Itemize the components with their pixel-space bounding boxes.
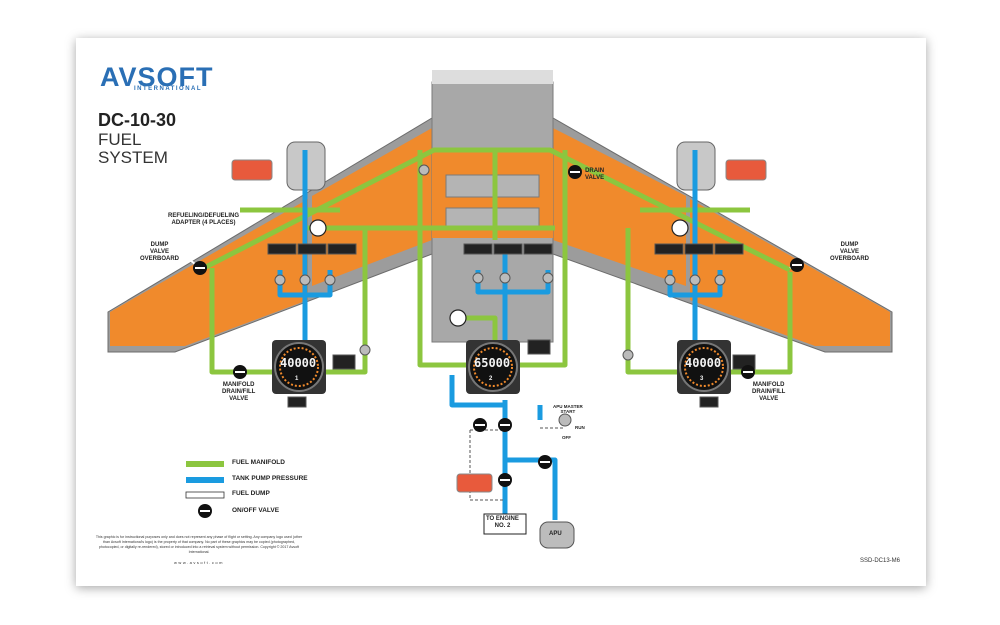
legend-swatch-pump xyxy=(186,477,224,483)
brand-sub: INTERNATIONAL xyxy=(134,86,203,92)
legend-pump-label: TANK PUMP PRESSURE xyxy=(232,475,308,482)
gauge-1-num: 1 xyxy=(295,376,299,382)
apu-off-label: OFF xyxy=(562,435,571,440)
toggle-switches xyxy=(274,164,726,427)
legend-swatch-dump xyxy=(185,491,225,499)
annunciator-panels xyxy=(267,243,756,408)
diagram-subtitle-1: FUEL xyxy=(98,130,142,149)
legend-manifold-label: FUEL MANIFOLD xyxy=(232,459,285,466)
apu-run-label: RUN xyxy=(575,425,585,430)
gauge-3-num: 3 xyxy=(700,376,704,382)
apu-unit xyxy=(539,521,575,549)
valve-bars xyxy=(195,171,802,481)
disclaimer-text: This graphic is for instructional purpos… xyxy=(95,535,303,554)
fuel-manifold-lines xyxy=(198,147,793,375)
legend-valve-label: ON/OFF VALVE xyxy=(232,507,280,514)
diagram-title: DC-10-30 xyxy=(98,110,177,130)
fuel-gauge-3 xyxy=(677,340,731,394)
apu-master-label: APU MASTER START xyxy=(553,404,583,414)
brand-logo: AVSOFT xyxy=(100,62,214,92)
drain-valve-label: DRAIN VALVE xyxy=(585,168,605,181)
dump-valve-right-label: DUMP VALVE OVERBOARD xyxy=(830,242,870,262)
diagram-subtitle-2: SYSTEM xyxy=(98,148,168,167)
gauge-1-value: 40000 xyxy=(280,356,317,370)
fuselage-top-fade xyxy=(432,70,553,84)
fuel-gauge-1 xyxy=(272,340,326,394)
dump-valve-left-label: DUMP VALVE OVERBOARD xyxy=(140,242,180,262)
manifold-left-label: MANIFOLD DRAIN/FILL VALVE xyxy=(222,382,256,402)
gauge-2-value: 65000 xyxy=(474,356,511,370)
gauge-3-value: 40000 xyxy=(685,356,722,370)
diagram-code: SSD-DC13-M6 xyxy=(860,558,901,564)
left-tank-main xyxy=(312,128,432,286)
refuel-adapter-left xyxy=(231,159,273,181)
legend-dump-label: FUEL DUMP xyxy=(232,490,270,497)
manifold-right-label: MANIFOLD DRAIN/FILL VALVE xyxy=(752,382,786,402)
refuel-adapter-bottom xyxy=(456,473,493,493)
refuel-adapter-right xyxy=(725,159,767,181)
tank-pump-lines xyxy=(277,150,723,530)
website-text: www.avsoft.com xyxy=(174,560,224,565)
to-engine-label: TO ENGINE NO. 2 xyxy=(486,516,519,529)
gauge-2-num: 2 xyxy=(489,376,493,382)
refuel-label: REFUELING/DEFUELING ADAPTER (4 PLACES) xyxy=(168,213,240,226)
fuel-gauge-2 xyxy=(466,340,520,394)
apu-label: APU xyxy=(549,531,562,537)
left-tank-1 xyxy=(110,199,308,346)
crossfeed-valves xyxy=(309,219,689,327)
legend-swatch-manifold xyxy=(186,461,224,467)
to-engine-box xyxy=(483,513,527,535)
